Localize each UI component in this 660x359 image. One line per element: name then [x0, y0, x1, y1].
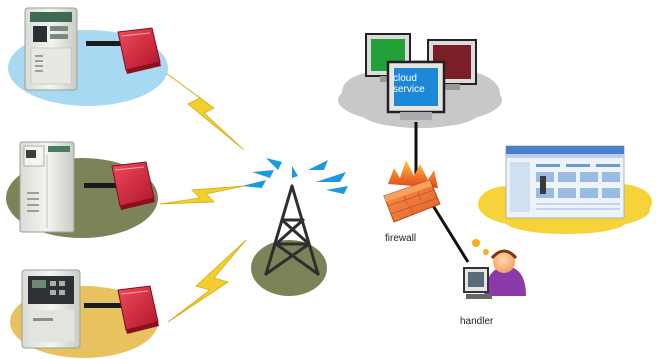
- lightning-bolt-icon: [167, 239, 247, 323]
- cloud-service-line2: service: [393, 84, 425, 95]
- firewall-label: firewall: [385, 233, 417, 244]
- web-screenshot-icon: [505, 145, 625, 219]
- connector-line: [84, 183, 116, 188]
- gprs-module-icon: [117, 285, 159, 334]
- handler-label: handler: [460, 316, 494, 327]
- cloud-service-line1: cloud: [393, 73, 417, 84]
- connector-line: [84, 303, 122, 308]
- inverter-icon: [21, 269, 81, 349]
- inverter-icon: [24, 7, 78, 91]
- signal-waves-icon: [242, 158, 348, 194]
- inverter-icon: [19, 141, 75, 233]
- field-site-2: [6, 141, 158, 238]
- gprs-module-icon: [111, 161, 155, 210]
- lightning-bolt-icon: [165, 72, 245, 151]
- server-cloud: [338, 33, 502, 128]
- field-site-3: [10, 269, 159, 358]
- monitor-icon: [386, 60, 446, 120]
- web-screenshot: [478, 145, 652, 234]
- antenna-tower-icon: [251, 184, 327, 296]
- gprs-module-icon: [117, 27, 161, 74]
- connector-line: [430, 203, 470, 263]
- firewall-icon: [383, 160, 441, 223]
- field-site-1: [8, 7, 168, 106]
- connector-line: [86, 41, 122, 46]
- cloud-service-label: cloud service: [393, 73, 437, 95]
- operator-icon: [463, 239, 526, 299]
- lightning-bolt-icon: [159, 185, 245, 205]
